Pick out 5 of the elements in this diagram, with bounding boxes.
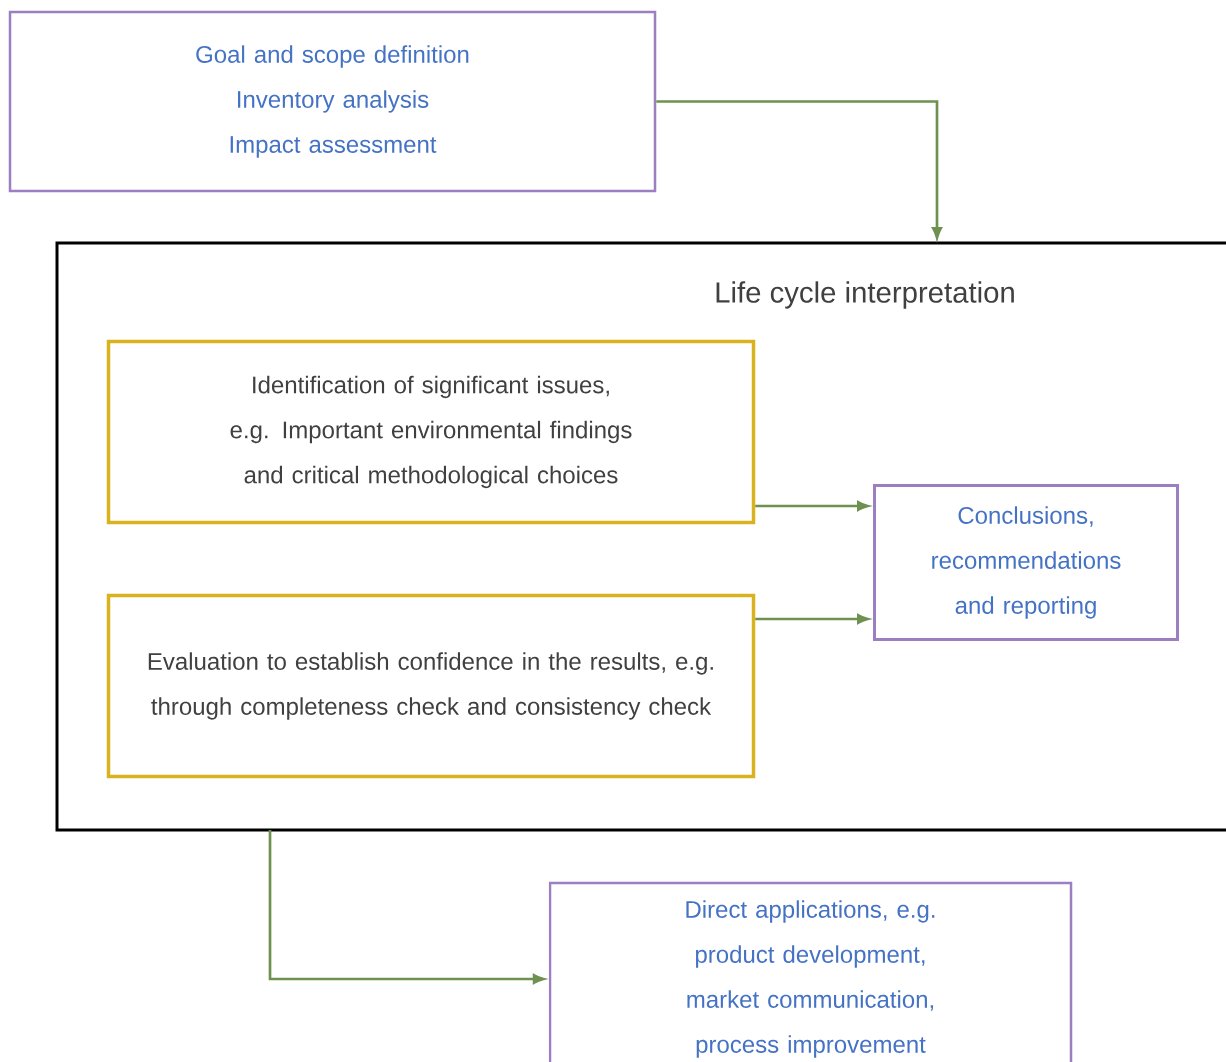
process-box: Identification of significant issues, e.g. Important environmental findings and critical methodological choices bbox=[106, 339, 756, 525]
process-box: Conclusions, recommendations and reporting bbox=[873, 484, 1179, 641]
process-box: Direct applications, e.g. product development, market communication, process improvement bbox=[548, 881, 1073, 1062]
process-box: Evaluation to establish confidence in the results, e.g. through completeness check and consistency check bbox=[106, 593, 756, 779]
process-box: Goal and scope definition Inventory analysis Impact assessment bbox=[8, 10, 657, 193]
